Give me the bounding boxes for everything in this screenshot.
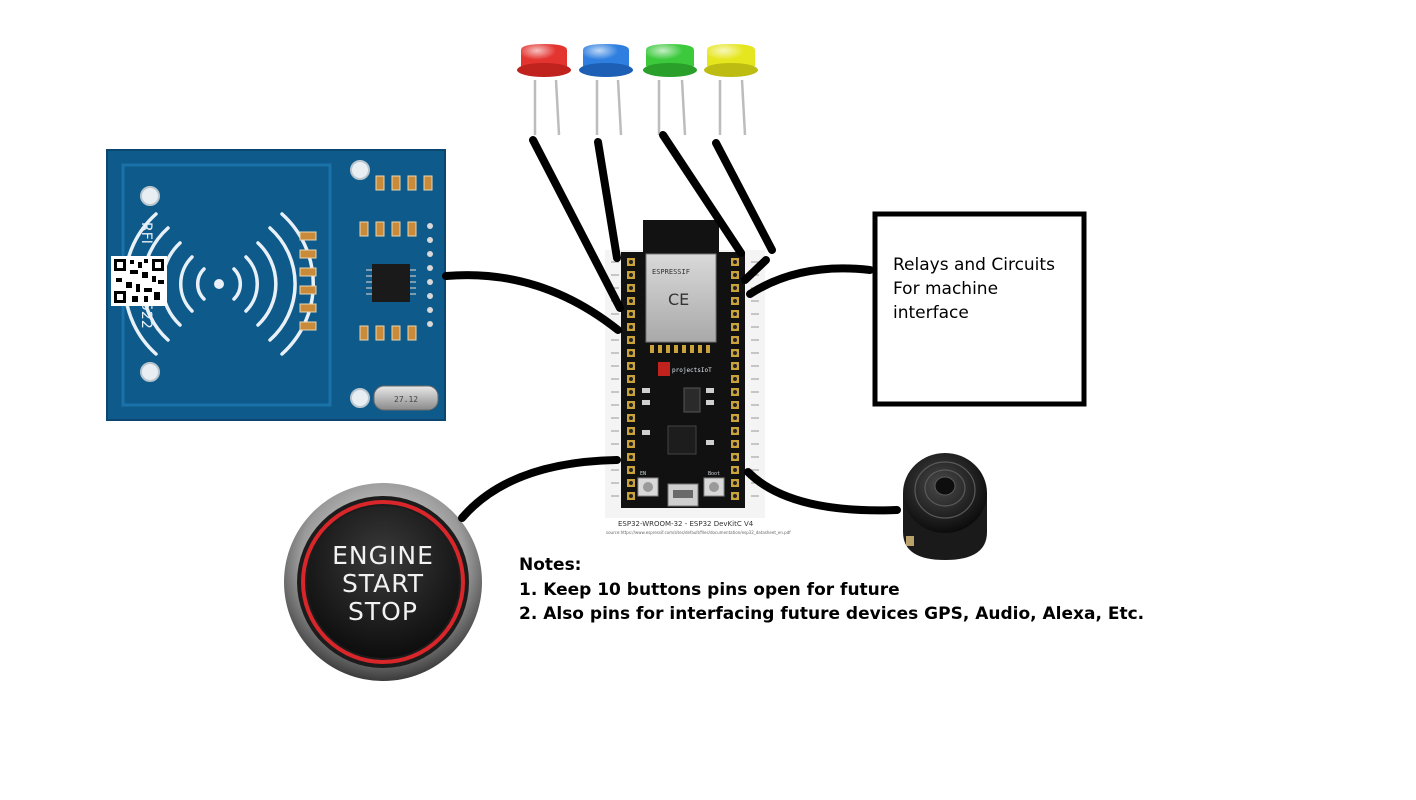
esp32-caption-source: source:https://www.espressif.com/sites/d… xyxy=(606,530,791,535)
esp32-pin-hole xyxy=(733,286,737,290)
esp32-pin-hole xyxy=(629,299,633,303)
esp32-pin-hole xyxy=(629,260,633,264)
esp32-pin-hole xyxy=(733,468,737,472)
esp32-pin-hole xyxy=(733,312,737,316)
module-brand: ESPRESSIF xyxy=(652,268,690,276)
button-text-start: START xyxy=(342,569,424,598)
esp32-caption: ESP32-WROOM-32 - ESP32 DevKitC V4 xyxy=(618,520,754,528)
esp32-pin-hole xyxy=(733,390,737,394)
notes-title: Notes: xyxy=(519,555,581,575)
wire-relay xyxy=(746,264,874,298)
notes-item-1: 1. Keep 10 buttons pins open for future xyxy=(519,580,900,600)
led-group xyxy=(517,44,758,136)
wire-rfid xyxy=(442,271,622,334)
esp32-pin-hole xyxy=(733,429,737,433)
crystal-label: 27.12 xyxy=(394,395,418,404)
button-text-stop: STOP xyxy=(348,597,418,626)
relay-box: Relays and Circuits For machine interfac… xyxy=(872,211,1087,407)
esp32-pin-hole xyxy=(629,494,633,498)
notes-block: Notes: 1. Keep 10 buttons pins open for … xyxy=(519,555,1144,624)
esp32-pin-hole xyxy=(733,442,737,446)
wire-esp-side xyxy=(741,256,770,284)
wire-yellow-led xyxy=(712,139,776,254)
esp32-pin-hole xyxy=(733,377,737,381)
esp32-pin-hole xyxy=(733,455,737,459)
rfid-module: RFI 522 xyxy=(106,149,446,421)
esp32-pin-hole xyxy=(629,455,633,459)
wire-button xyxy=(458,456,621,522)
esp32-pin-hole xyxy=(629,338,633,342)
esp32-pin-hole xyxy=(733,260,737,264)
esp32-pin-hole xyxy=(733,351,737,355)
esp32-pin-hole xyxy=(733,273,737,277)
esp32-pin-hole xyxy=(629,442,633,446)
rfid-label-rf: RFI xyxy=(138,222,154,244)
notes-item-2: 2. Also pins for interfacing future devi… xyxy=(519,604,1144,624)
wire-blue-led xyxy=(594,138,621,262)
wire-red-led xyxy=(529,136,624,312)
engine-start-stop-button: ENGINE START STOP xyxy=(284,483,482,681)
wires xyxy=(442,131,901,522)
esp32-pin-hole xyxy=(629,273,633,277)
button-text-engine: ENGINE xyxy=(332,541,434,570)
esp32-pin-hole xyxy=(629,377,633,381)
red-led-icon xyxy=(517,44,571,136)
esp32-pin-hole xyxy=(733,481,737,485)
esp32-pin-hole xyxy=(733,364,737,368)
esp32-pin-hole xyxy=(629,416,633,420)
yellow-led-icon xyxy=(704,44,758,136)
esp32-pin-hole xyxy=(629,364,633,368)
esp32-pin-hole xyxy=(629,429,633,433)
wire-green-led xyxy=(659,131,745,257)
relay-box-line3: interface xyxy=(893,303,969,323)
qr-code-icon xyxy=(111,256,167,306)
en-label: EN xyxy=(640,471,646,477)
relay-box-line2: For machine xyxy=(893,279,998,299)
boot-label: Boot xyxy=(708,471,720,477)
esp32-pin-hole xyxy=(733,299,737,303)
esp32-devkit: ESPRESSIF CE projectsIoT Boot EN xyxy=(605,220,791,535)
esp32-pin-hole xyxy=(733,403,737,407)
green-led-icon xyxy=(643,44,697,136)
blue-led-icon xyxy=(579,44,633,136)
buzzer-icon xyxy=(903,453,987,560)
board-logo: projectsIoT xyxy=(672,367,712,374)
esp32-pin-hole xyxy=(629,468,633,472)
esp32-pin-hole xyxy=(629,325,633,329)
esp32-pin-hole xyxy=(629,403,633,407)
esp32-pin-hole xyxy=(629,286,633,290)
esp32-pin-hole xyxy=(733,494,737,498)
esp32-pin-hole xyxy=(629,351,633,355)
esp32-pin-hole xyxy=(629,312,633,316)
esp32-pin-hole xyxy=(733,325,737,329)
esp32-pin-hole xyxy=(629,390,633,394)
esp32-pin-headers xyxy=(611,258,759,500)
rfid-label-522: 522 xyxy=(138,302,154,329)
esp32-pin-hole xyxy=(733,416,737,420)
relay-box-line1: Relays and Circuits xyxy=(893,255,1055,275)
wire-buzzer xyxy=(744,468,901,515)
esp32-pin-hole xyxy=(733,338,737,342)
esp32-pin-hole xyxy=(629,481,633,485)
ce-mark-icon: CE xyxy=(668,290,689,309)
